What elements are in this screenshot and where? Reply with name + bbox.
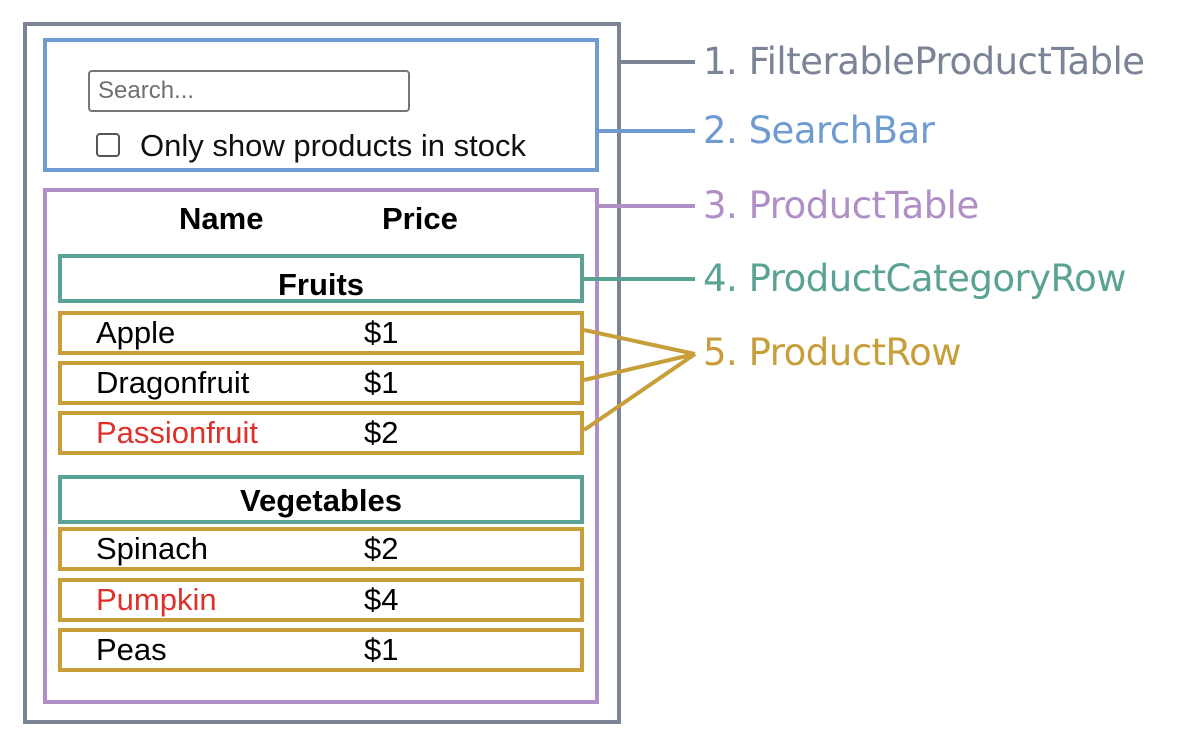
- connector-product-row: [583, 352, 696, 382]
- in-stock-checkbox-label: Only show products in stock: [140, 128, 526, 163]
- product-category-row-frame: [58, 254, 584, 303]
- product-price-passionfruit: $2: [364, 415, 399, 450]
- product-row-frame: [58, 411, 584, 455]
- product-price-dragonfruit: $1: [364, 365, 399, 400]
- category-row-fruits: Fruits: [277, 267, 365, 302]
- product-row-frame: [58, 628, 584, 672]
- product-price-apple: $1: [364, 315, 399, 350]
- product-row-frame: [58, 578, 584, 622]
- product-price-spinach: $2: [364, 531, 399, 566]
- product-price-pumpkin: $4: [364, 582, 399, 617]
- legend-label-filterable-product-table: 1. FilterableProductTable: [703, 40, 1145, 83]
- product-row-frame: [58, 311, 584, 355]
- product-name-pumpkin: Pumpkin: [96, 582, 217, 617]
- connector-product-row: [582, 352, 697, 432]
- product-price-peas: $1: [364, 632, 399, 667]
- product-name-passionfruit: Passionfruit: [96, 415, 258, 450]
- legend-label-product-category-row: 4. ProductCategoryRow: [703, 257, 1127, 300]
- search-input[interactable]: [88, 70, 410, 112]
- legend-label-product-row: 5. ProductRow: [703, 331, 962, 374]
- legend-label-search-bar: 2. SearchBar: [703, 109, 935, 152]
- legend-label-product-table: 3. ProductTable: [703, 184, 979, 227]
- search-bar-frame: [43, 38, 599, 172]
- connector-product-row: [583, 328, 696, 356]
- product-table-frame: [43, 188, 599, 704]
- product-name-dragonfruit: Dragonfruit: [96, 365, 250, 400]
- price-column-header: Price: [382, 201, 458, 236]
- product-name-spinach: Spinach: [96, 531, 209, 566]
- product-name-apple: Apple: [96, 315, 176, 350]
- product-row-frame: [58, 527, 584, 571]
- in-stock-checkbox[interactable]: [96, 133, 120, 157]
- name-column-header: Name: [179, 201, 264, 236]
- product-row-frame: [58, 361, 584, 405]
- category-row-vegetables: Vegetables: [240, 483, 402, 518]
- product-name-peas: Peas: [96, 632, 167, 667]
- product-category-row-frame: [58, 475, 584, 524]
